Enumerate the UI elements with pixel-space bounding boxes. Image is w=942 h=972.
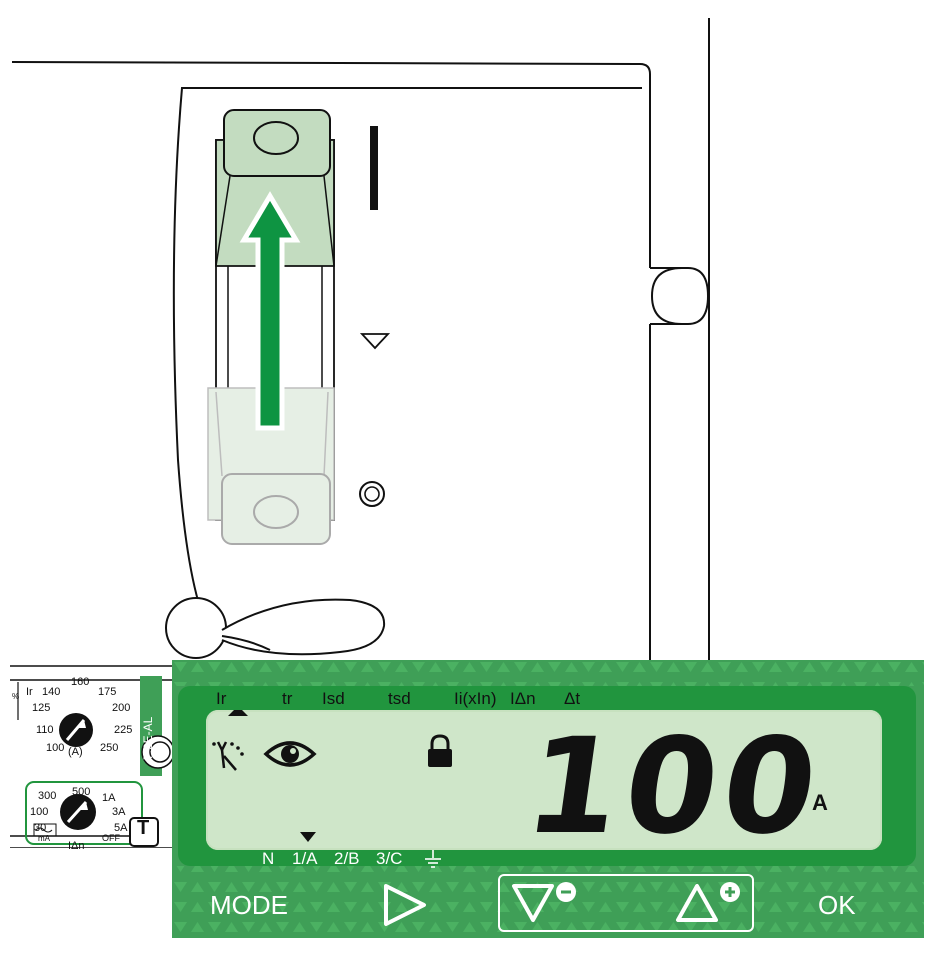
lcd-label-ir: Ir [216, 689, 227, 708]
lcd-label-2b: 2/B [334, 849, 360, 868]
down-triangle-minus-icon[interactable] [508, 878, 588, 928]
handle-top [223, 109, 331, 177]
up-arrow-icon [239, 191, 301, 431]
lcd-label-tsd: tsd [388, 689, 411, 708]
on-indicator [370, 126, 378, 210]
adjust-button-group [498, 874, 754, 932]
up-triangle-plus-icon[interactable] [672, 878, 752, 928]
handle-ghost [221, 473, 331, 545]
side-latch [650, 267, 710, 325]
control-panel: Ir tr Isd tsd Ii(xIn) IΔn Δt [172, 660, 924, 938]
test-button [129, 817, 159, 847]
lcd-label-tr: tr [282, 689, 293, 708]
ok-button[interactable]: OK [818, 890, 856, 920]
ir-dial [59, 713, 93, 747]
lcd-label-1a: 1/A [292, 849, 318, 868]
test-button-label[interactable]: T [137, 817, 150, 839]
right-triangle-icon[interactable] [380, 882, 430, 928]
idn-dial [60, 794, 96, 830]
lcd-unit: A [812, 790, 828, 815]
earth-fault-icon [425, 850, 441, 868]
tripped-indicator-icon [359, 333, 391, 350]
lock-icon [428, 734, 452, 767]
lcd-label-3c: 3/C [376, 849, 403, 868]
ir-dial-label: Ir [26, 686, 33, 698]
lcd-label-idn: IΔn [510, 689, 536, 708]
trip-unit-dials: % Ir 160 140 175 125 200 110 225 100 250… [0, 660, 172, 852]
handle-housing [172, 87, 642, 641]
lcd-value-digits: 100 [517, 711, 832, 850]
lcd-label-isd: Isd [322, 689, 345, 708]
trip-curve-icon [212, 741, 244, 771]
off-indicator-icon [359, 481, 385, 507]
lcd-label-n: N [262, 849, 275, 868]
lcd-value: 100 [517, 711, 832, 850]
lcd-label-ii: Ii(xIn) [454, 689, 497, 708]
breaker-top-edge [11, 61, 651, 268]
lcd-label-dt: Δt [564, 689, 581, 708]
mode-button[interactable]: MODE [210, 890, 288, 920]
model-tab: 7.2E-AL [141, 716, 155, 760]
padlock-lobe [165, 597, 227, 659]
lcd-screen: 100 A [206, 710, 882, 850]
selected-top-marker [228, 710, 248, 716]
selected-bottom-marker [300, 832, 316, 842]
eye-icon [263, 741, 317, 767]
side-knob [141, 735, 172, 769]
idn-dial-label: IΔn [68, 840, 85, 852]
